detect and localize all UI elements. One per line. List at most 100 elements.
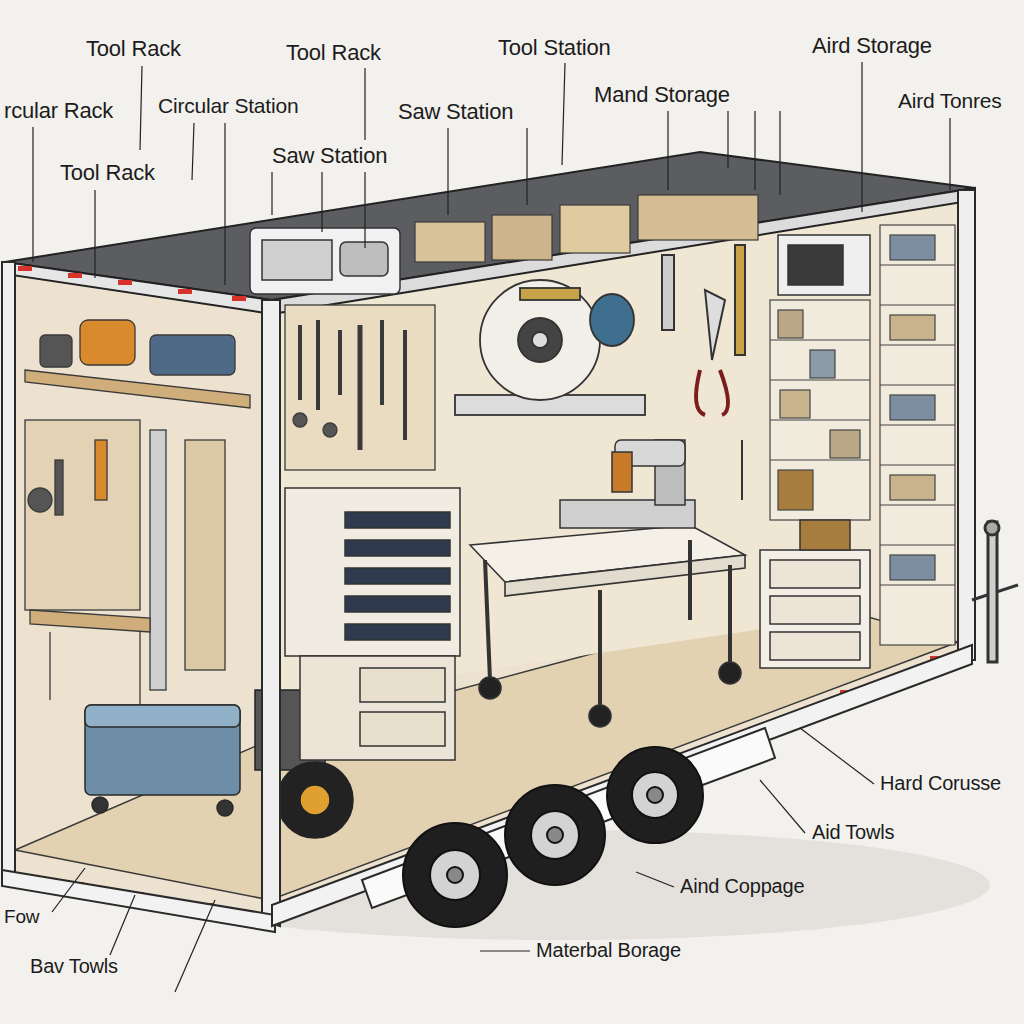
pegboard-part (380, 320, 384, 405)
wheels-part (647, 787, 663, 803)
upper-storage-part (560, 205, 630, 253)
blue-case-part (217, 800, 233, 816)
callout-label: Saw Station (272, 143, 387, 168)
hanging-tools-part (735, 245, 745, 355)
callout-label: Aid Towls (812, 821, 894, 844)
left-shelf-part (139, 632, 140, 705)
tool-chest-part (285, 488, 460, 656)
leader-lines-part (52, 868, 85, 912)
left-shelf-part (55, 460, 63, 515)
tool-chest-part (345, 512, 450, 528)
upper-storage (415, 195, 758, 262)
leader-lines-part (949, 118, 950, 190)
roof (5, 152, 975, 314)
shelving-part (890, 315, 935, 340)
leader-lines-part (760, 780, 805, 833)
left-shelf-part (28, 488, 52, 512)
callout-label: Hard Corusse (880, 772, 1001, 795)
trailer-frame-part (262, 300, 280, 926)
workbench-part (589, 705, 611, 727)
callout-label: Bav Towls (30, 955, 118, 978)
bench-machine (560, 440, 695, 528)
leader-lines-part (110, 895, 135, 955)
generator-wheel-part (277, 762, 353, 838)
shelving-part (770, 300, 870, 520)
drawer-cabinet (760, 520, 870, 668)
wheels-part (632, 772, 678, 818)
callout-label: Tool Rack (86, 36, 181, 61)
tool-chest-part (345, 568, 450, 584)
blue-case (85, 705, 240, 816)
shelving-part (778, 470, 813, 510)
miter-saw-part (532, 332, 548, 348)
left-shelf-part (49, 632, 50, 700)
wheels-part (505, 785, 605, 885)
callout-label: Aird Tonres (898, 89, 1002, 113)
leader-lines-part (779, 111, 780, 195)
blue-case-part (85, 705, 240, 795)
leader-lines-part (562, 63, 565, 165)
marker-lights-part (118, 280, 132, 285)
workbench-part (505, 555, 745, 596)
blue-case-part (92, 797, 108, 813)
hanging-tools-part (696, 370, 728, 415)
bench-machine-part (612, 452, 632, 492)
miter-saw-part (520, 288, 580, 300)
workbench-part (598, 590, 602, 705)
upper-storage-part (638, 195, 758, 240)
shelving-part (880, 464, 955, 465)
leader-lines (33, 62, 950, 992)
roof-part (5, 262, 272, 314)
tool-chest-part (345, 624, 450, 640)
shelving-part (770, 419, 870, 420)
left-shelf-part (95, 440, 107, 500)
callout-label: Aind Coppage (680, 875, 804, 898)
shelving-part (770, 339, 870, 340)
shelving-part (880, 544, 955, 545)
callout-label: Mand Storage (594, 82, 730, 107)
shelving-part (780, 390, 810, 418)
callout-label: Tool Rack (286, 40, 381, 65)
workbench-part (728, 565, 732, 665)
drawer-cabinet-part (760, 550, 870, 668)
shelving-part (810, 350, 835, 378)
blue-case-part (85, 705, 240, 727)
pegboard-part (316, 320, 320, 410)
hitch-part (985, 521, 999, 535)
shelving-part (890, 475, 935, 500)
marker-lights-part (68, 273, 82, 278)
leader-lines-part (480, 950, 530, 951)
left-shelf-part (40, 335, 72, 367)
tool-chest-part (300, 656, 455, 760)
workbench (470, 525, 745, 727)
shelving-part (880, 304, 955, 305)
callout-label: rcular Rack (4, 98, 113, 123)
wheels-part (430, 850, 480, 900)
drawer-cabinet-part (800, 520, 850, 550)
left-shelf-part (25, 370, 250, 408)
air-conditioner-part (250, 228, 400, 294)
shelving-part (880, 344, 955, 345)
generator-wheel-part (300, 785, 330, 815)
leader-lines-part (447, 128, 448, 215)
shelving-part (890, 235, 935, 260)
leader-lines-part (526, 128, 527, 205)
left-shelf-part (25, 420, 140, 610)
leader-lines-part (364, 68, 365, 140)
left-shelf-part (185, 440, 225, 670)
pegboard-part (358, 325, 363, 450)
shelving-part (890, 395, 935, 420)
left-shelf-part (150, 335, 235, 375)
microwave (778, 235, 870, 295)
marker-lights-part (178, 289, 192, 294)
trailer-frame-part (958, 190, 975, 660)
leader-lines-part (667, 111, 668, 190)
wheels-part (607, 747, 703, 843)
leader-lines-part (94, 190, 95, 278)
leader-lines-part (861, 62, 862, 212)
leader-lines-part (175, 900, 215, 992)
wheels-part (531, 811, 579, 859)
trailer-frame-part (2, 262, 15, 884)
